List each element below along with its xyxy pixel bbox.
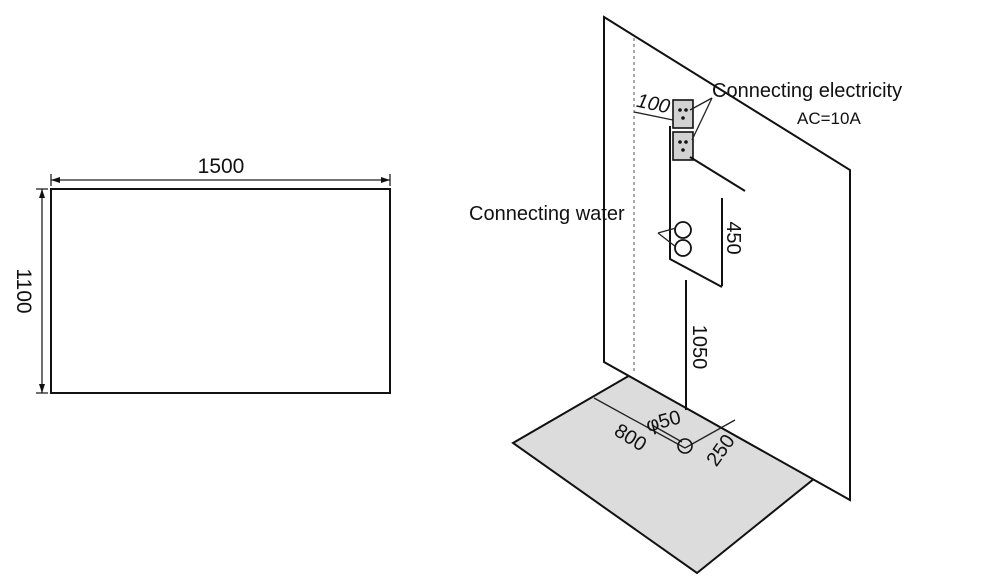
water-valve-upper — [674, 221, 692, 239]
plan-view: 1500 1100 — [12, 155, 391, 394]
depth-dimension-label: 1100 — [12, 268, 35, 313]
water-valve-lower — [674, 239, 692, 257]
water-label: Connecting water — [469, 203, 625, 225]
electricity-spec-label: AC=10A — [797, 109, 861, 128]
electric-sockets — [672, 99, 694, 161]
water-box-height-label: 450 — [722, 221, 744, 254]
drain-x-line — [593, 397, 686, 449]
water-height-label: 1050 — [688, 325, 710, 370]
depth-dimension-line — [36, 188, 48, 394]
width-dimension-label: 1500 — [198, 155, 245, 178]
water-box — [669, 126, 723, 288]
drain-hole — [677, 438, 693, 454]
wall-panel — [603, 15, 851, 502]
drain-y-line — [684, 419, 736, 449]
socket-lower — [672, 131, 694, 161]
width-dimension-line — [50, 174, 391, 186]
plan-outline — [50, 188, 391, 394]
electricity-label: Connecting electricity — [712, 80, 902, 102]
installation-view: 100 Connecting electricity AC=10A Connec… — [469, 15, 902, 575]
socket-offset-line — [633, 111, 674, 121]
socket-upper — [672, 99, 694, 129]
